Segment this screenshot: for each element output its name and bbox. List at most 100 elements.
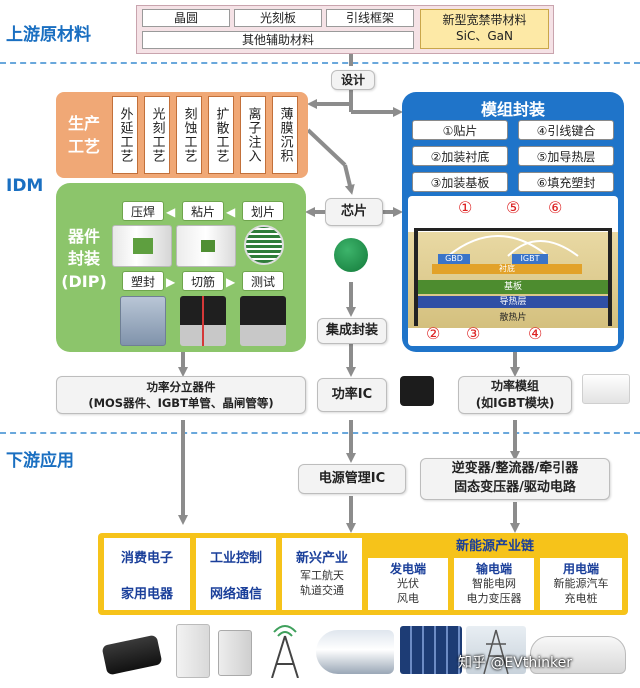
production-step-ion-implant: 离子注入: [240, 96, 266, 174]
dip-step-test: 测试: [242, 271, 284, 291]
module-step-4: ④引线键合: [518, 120, 614, 140]
separator-downstream: [0, 432, 640, 434]
photo-appliance: [176, 624, 210, 678]
module-step-6: ⑥填充塑封: [518, 172, 614, 192]
device-packaging-label: 器件封装 (DIP): [58, 226, 110, 293]
production-step-thin-film: 薄膜沉积: [272, 96, 298, 174]
dip-arrow-4: ▶: [226, 275, 236, 289]
module-step-2: ②加装衬底: [412, 146, 508, 166]
new-energy-generation: 发电端 光伏 风电: [368, 558, 448, 610]
production-process-label: 生产工艺: [67, 114, 100, 157]
chip-box: 芯片: [325, 198, 383, 226]
photo-solar-panels: [400, 626, 462, 674]
app-consumer-electronics: 消费电子: [120, 550, 173, 566]
power-management-ic-box: 电源管理IC: [298, 464, 406, 494]
production-step-epitaxy: 外延工艺: [112, 96, 138, 174]
igbt-heatsink-layer: 散热片: [499, 313, 527, 323]
igbt-marker-5: ⑤: [506, 198, 521, 217]
discrete-devices-title: 功率分立器件: [146, 379, 216, 394]
design-box: 设计: [331, 70, 375, 90]
new-energy-consumption-title: 用电端: [562, 562, 599, 577]
dip-arrow-2: ◀: [226, 205, 236, 219]
app-aerospace: 军工航天: [300, 568, 344, 582]
new-energy-transformer: 电力变压器: [466, 592, 522, 606]
new-energy-consumption: 用电端 新能源汽车 充电桩: [540, 558, 622, 610]
app-emerging: 新兴产业 军工航天 轨道交通: [282, 538, 362, 610]
discrete-devices-box: 功率分立器件 (MOS器件、IGBT单管、晶闸管等): [56, 376, 306, 414]
material-leadframe: 引线框架: [326, 9, 414, 27]
dip-arrow-3: ▶: [166, 275, 176, 289]
dip-arrow-1: ◀: [166, 205, 176, 219]
app-industrial-control: 工业控制: [209, 550, 262, 566]
photo-power-tower: [466, 626, 526, 674]
igbt-base-layer: 基板: [418, 280, 608, 294]
power-module-title: 功率模组: [490, 379, 539, 394]
new-energy-wind: 风电: [397, 592, 419, 606]
discrete-devices-sub: (MOS器件、IGBT单管、晶闸管等): [88, 396, 274, 410]
new-energy-smart-grid: 智能电网: [472, 577, 516, 591]
section-idm-label: IDM: [6, 176, 44, 196]
app-rail-transit: 轨道交通: [300, 584, 344, 598]
module-packaging-title: 模组封装: [480, 100, 545, 119]
new-energy-transmission-title: 输电端: [475, 562, 512, 577]
igbt-marker-6: ⑥: [548, 198, 563, 217]
section-downstream-label: 下游应用: [6, 451, 74, 471]
production-step-etching: 刻蚀工艺: [176, 96, 202, 174]
wide-bandgap-title: 新型宽禁带材料: [442, 13, 527, 28]
new-energy-transmission: 输电端 智能电网 电力变压器: [454, 558, 534, 610]
photo-controller: [218, 630, 252, 676]
dip-step-bonding: 压焊: [122, 201, 164, 221]
power-module-sub: (如IGBT模块): [475, 396, 555, 410]
igbt-marker-2: ②: [426, 324, 441, 343]
app-industrial: 工业控制 网络通信: [196, 538, 276, 610]
app-emerging-title: 新兴产业: [295, 550, 348, 566]
photo-high-speed-train: [316, 630, 394, 674]
module-step-1: ①贴片: [412, 120, 508, 140]
converters-line1: 逆变器/整流器/牵引器: [451, 461, 579, 477]
production-step-diffusion: 扩散工艺: [208, 96, 234, 174]
dip-step-molding: 塑封: [122, 271, 164, 291]
power-ic-chip-image: [400, 376, 434, 406]
dip-step-trim: 切筋: [182, 271, 224, 291]
module-step-3: ③加装基板: [412, 172, 508, 192]
igbt-substrate-layer: 衬底: [432, 264, 582, 274]
device-packaging-title: 器件封装: [67, 227, 100, 269]
section-upstream-label: 上游原材料: [6, 25, 91, 45]
material-photomask: 光刻板: [234, 9, 322, 27]
module-step-5: ⑤加导热层: [518, 146, 614, 166]
wide-bandgap-materials: 新型宽禁带材料 SiC、GaN: [420, 9, 549, 49]
igbt-thermal-layer: 导热层: [418, 296, 608, 308]
igbt-marker-3: ③: [466, 324, 481, 343]
converters-line2: 固态变压器/驱动电路: [454, 480, 576, 495]
separator-upstream: [0, 62, 640, 64]
watermark: 知乎 @EVthinker: [458, 655, 572, 671]
photo-signal-tower: [271, 625, 299, 678]
app-network-comm: 网络通信: [209, 586, 262, 602]
igbt-cross-section: GBD IGBT 衬底 基板 导热层 散热片 ① ⑤ ⑥ ② ③ ④: [408, 196, 618, 346]
new-energy-charging: 充电桩: [564, 592, 598, 606]
dip-trim-illustration: [180, 296, 226, 346]
wide-bandgap-sub: SiC、GaN: [456, 29, 513, 43]
material-wafer: 晶圆: [142, 9, 230, 27]
new-energy-title: 新能源产业链: [455, 539, 534, 554]
power-module-box: 功率模组 (如IGBT模块): [458, 376, 572, 414]
igbt-marker-4: ④: [528, 324, 543, 343]
dip-die-attach-illustration: [176, 225, 236, 267]
igbt-gbd-label: GBD: [438, 254, 470, 264]
igbt-wire-bonds: [447, 235, 579, 257]
production-step-lithography: 光刻工艺: [144, 96, 170, 174]
converters-box: 逆变器/整流器/牵引器 固态变压器/驱动电路: [420, 458, 610, 500]
integrated-packaging-box: 集成封装: [317, 318, 387, 344]
power-module-image: [582, 374, 630, 404]
dip-molding-illustration: [120, 296, 166, 346]
new-energy-ev: 新能源汽车: [553, 577, 609, 591]
new-energy-generation-title: 发电端: [389, 562, 426, 577]
material-other: 其他辅助材料: [142, 31, 414, 49]
dip-test-illustration: [240, 296, 286, 346]
new-energy-solar: 光伏: [397, 577, 419, 591]
arrow-production-to-chip: [343, 164, 355, 195]
dip-step-die-attach: 粘片: [182, 201, 224, 221]
igbt-marker-1: ①: [458, 198, 473, 217]
dip-step-dicing: 划片: [242, 201, 284, 221]
